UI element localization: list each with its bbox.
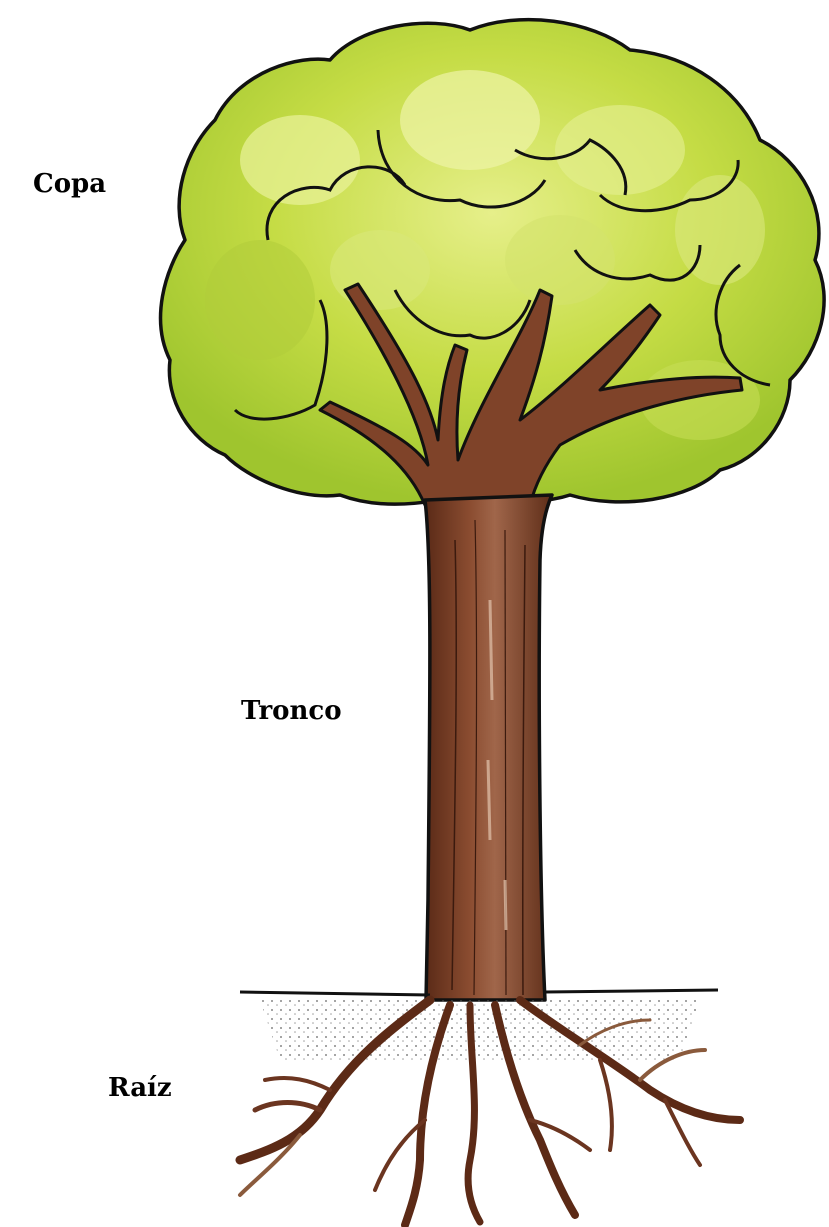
soil xyxy=(260,1000,700,1060)
trunk xyxy=(425,495,552,1000)
trunk-label: Tronco xyxy=(241,698,342,724)
crown-label: Copa xyxy=(33,171,106,197)
root-label: Raíz xyxy=(108,1075,172,1101)
